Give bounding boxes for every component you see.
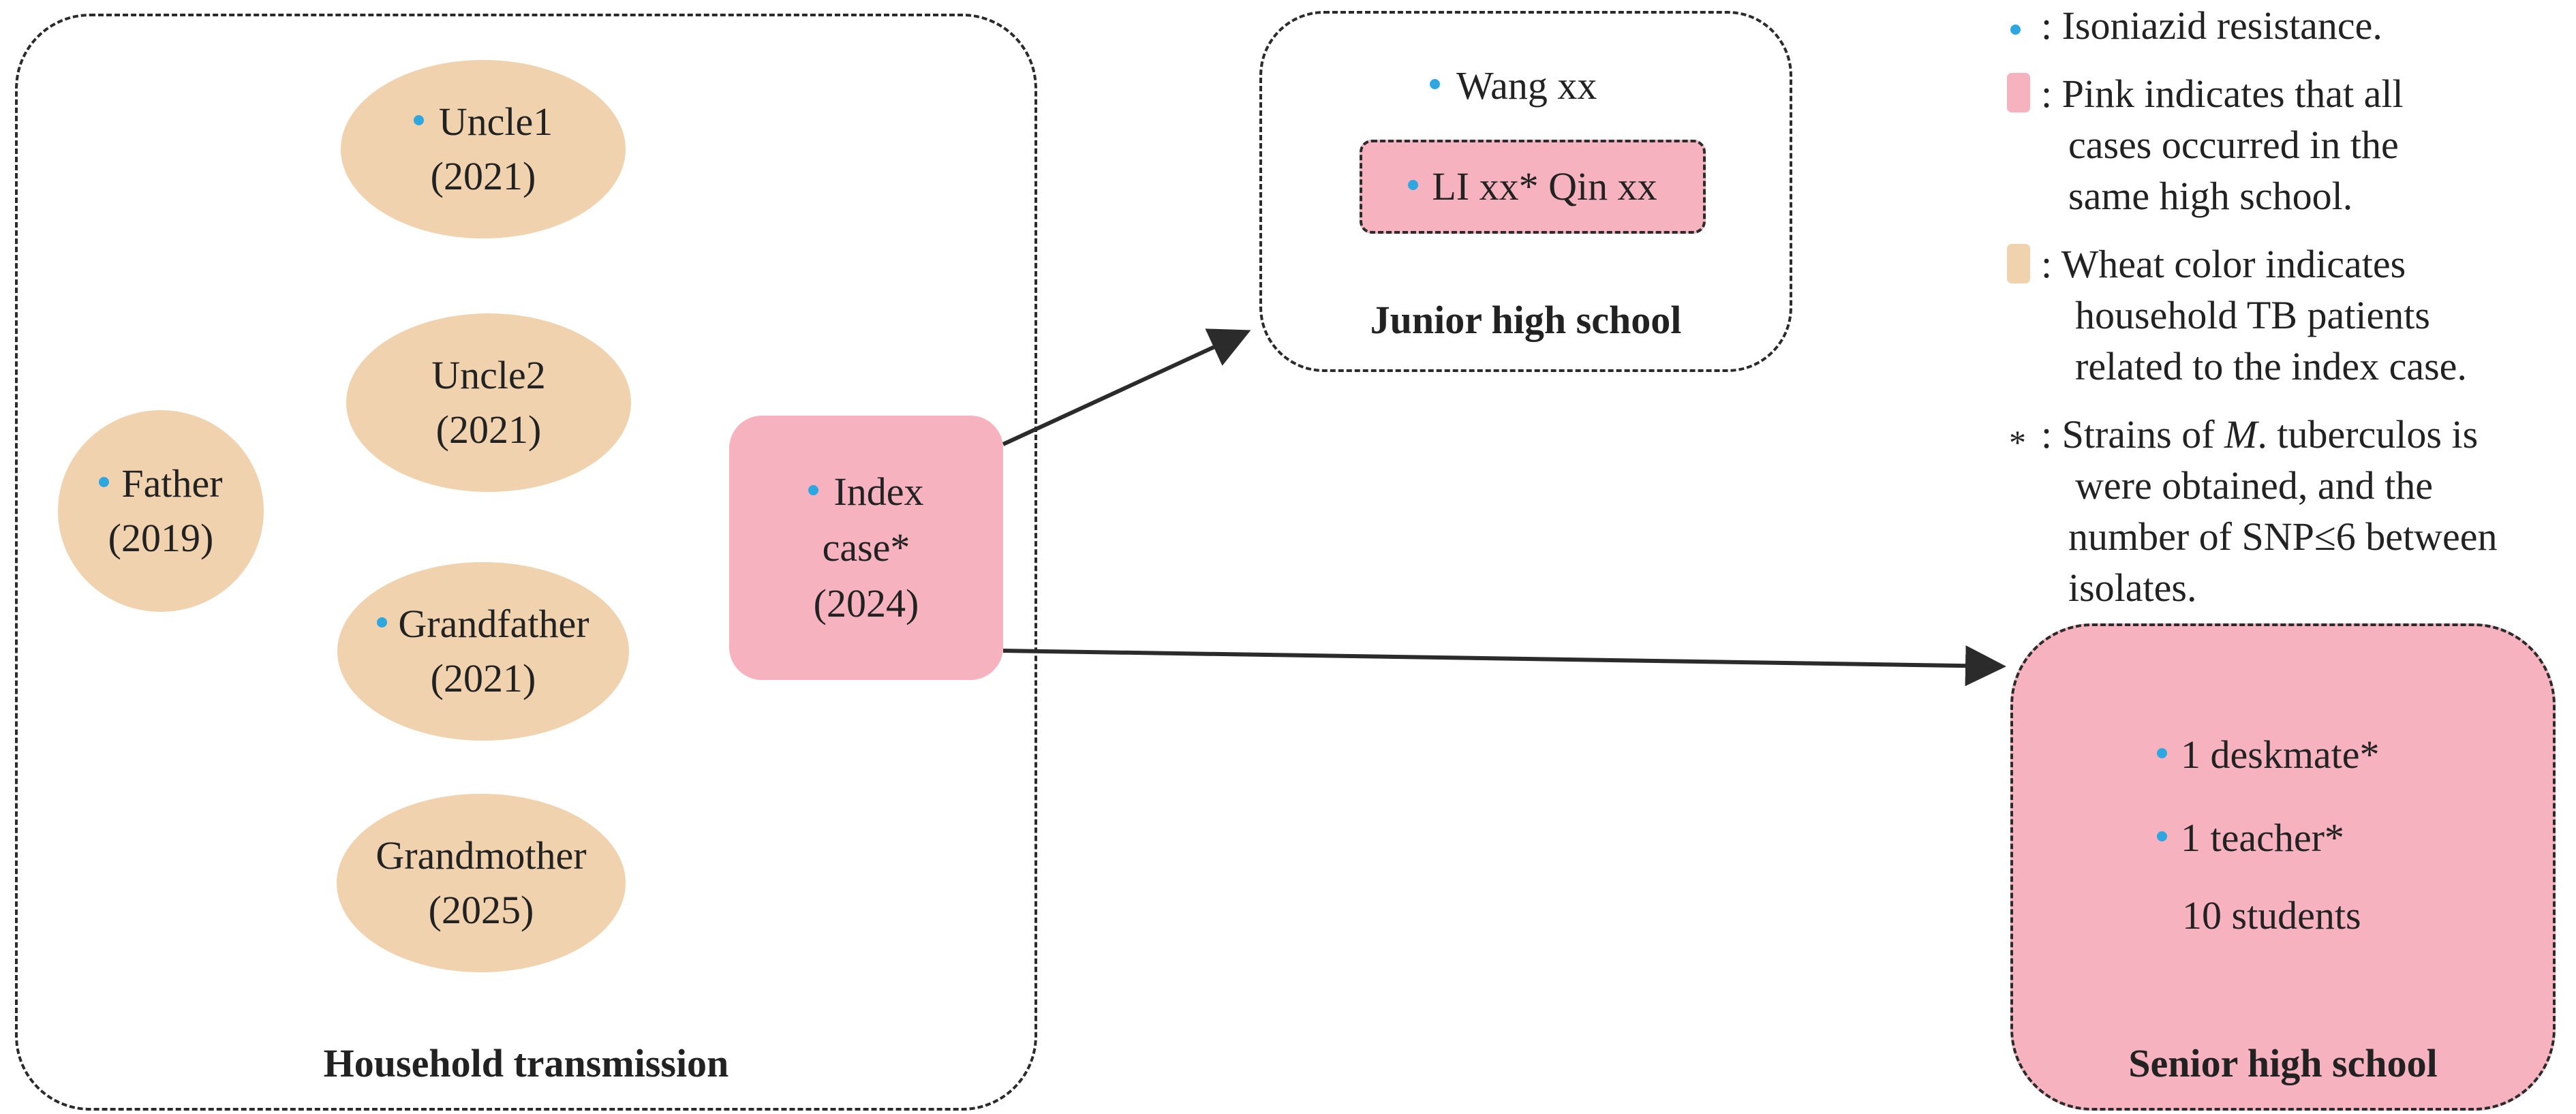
legend-wheat-text-2: household TB patients: [2075, 293, 2430, 337]
senior-high-box: [2010, 623, 2556, 1111]
senior-item-label: 10 students: [2182, 893, 2361, 938]
legend-isoniazid-dot-icon: [2010, 25, 2021, 35]
senior-item-label: 1 teacher*: [2181, 816, 2344, 860]
index-case-box: Index case* (2024): [729, 416, 1003, 680]
senior-item-teacher: 1 teacher*: [2157, 812, 2344, 863]
member-year: (2025): [428, 888, 534, 932]
member-year: (2021): [435, 407, 542, 452]
senior-item-deskmate: 1 deskmate*: [2157, 729, 2380, 780]
junior-high-box: [1259, 11, 1792, 372]
index-case-label: Index: [833, 469, 924, 514]
household-member-grandmother: Grandmother (2025): [337, 794, 626, 972]
member-year: (2019): [108, 516, 214, 560]
member-year: (2021): [430, 154, 536, 198]
arrow-to-senior: [1002, 645, 2006, 687]
member-name: Uncle2: [431, 353, 546, 397]
member-name: Grandmother: [375, 833, 587, 878]
household-member-uncle1: Uncle1 (2021): [341, 60, 626, 238]
household-title: Household transmission: [323, 1041, 729, 1085]
isoniazid-dot-icon: [1430, 79, 1440, 90]
legend-star-text-3: number of SNP≤6 between: [2068, 514, 2498, 559]
household-member-father: Father (2019): [58, 410, 264, 612]
index-case-label: case*: [822, 525, 910, 570]
junior-person-wang: Wang xx: [1430, 61, 1597, 110]
senior-title: Senior high school: [2128, 1041, 2438, 1085]
legend-star-symbol: *: [2009, 423, 2026, 461]
member-name: Grandfather: [398, 602, 589, 646]
senior-item-students: 10 students: [2182, 890, 2361, 941]
legend-star-text-2: were obtained, and the: [2075, 463, 2434, 508]
legend-star-italic: M: [2224, 412, 2258, 457]
legend-wheat-text-3: related to the index case.: [2075, 344, 2467, 388]
legend-pink-text-2: cases occurred in the: [2068, 123, 2399, 167]
legend-star-text-part: : Strains of: [2041, 412, 2225, 457]
member-year: (2021): [430, 656, 536, 700]
isoniazid-dot-icon: [413, 115, 424, 126]
household-member-grandfather: Grandfather (2021): [337, 562, 629, 741]
junior-person-name: Wang xx: [1456, 63, 1597, 108]
legend-star-text-part: . tuberculos is: [2257, 412, 2479, 457]
legend-pink-text-3: same high school.: [2068, 174, 2353, 218]
isoniazid-dot-icon: [1408, 180, 1419, 191]
member-name: Father: [121, 461, 223, 506]
household-member-uncle2: Uncle2 (2021): [346, 313, 631, 492]
junior-title: Junior high school: [1370, 298, 1682, 342]
junior-group-names: LI xx* Qin xx: [1432, 164, 1657, 208]
junior-group-box: LI xx* Qin xx: [1360, 140, 1706, 234]
legend-star-text-1: : Strains of M. tuberculos is: [2041, 409, 2478, 460]
legend-pink-text-1: : Pink indicates that all: [2041, 72, 2404, 116]
household-box: [15, 14, 1037, 1111]
isoniazid-dot-icon: [2157, 748, 2167, 759]
legend-isoniazid-text: : Isoniazid resistance.: [2041, 3, 2382, 48]
index-case-year: (2024): [813, 581, 919, 625]
member-name: Uncle1: [438, 99, 553, 144]
isoniazid-dot-icon: [377, 617, 388, 628]
legend-pink-swatch: [2007, 73, 2030, 112]
isoniazid-dot-icon: [99, 477, 110, 488]
isoniazid-dot-icon: [2157, 831, 2167, 842]
arrow-to-junior: [1002, 328, 1251, 446]
isoniazid-dot-icon: [808, 485, 819, 496]
legend-star-text-4: isolates.: [2068, 566, 2197, 610]
legend-wheat-text-1: : Wheat color indicates: [2041, 242, 2406, 286]
senior-item-label: 1 deskmate*: [2181, 732, 2380, 777]
legend-wheat-swatch: [2007, 244, 2030, 283]
